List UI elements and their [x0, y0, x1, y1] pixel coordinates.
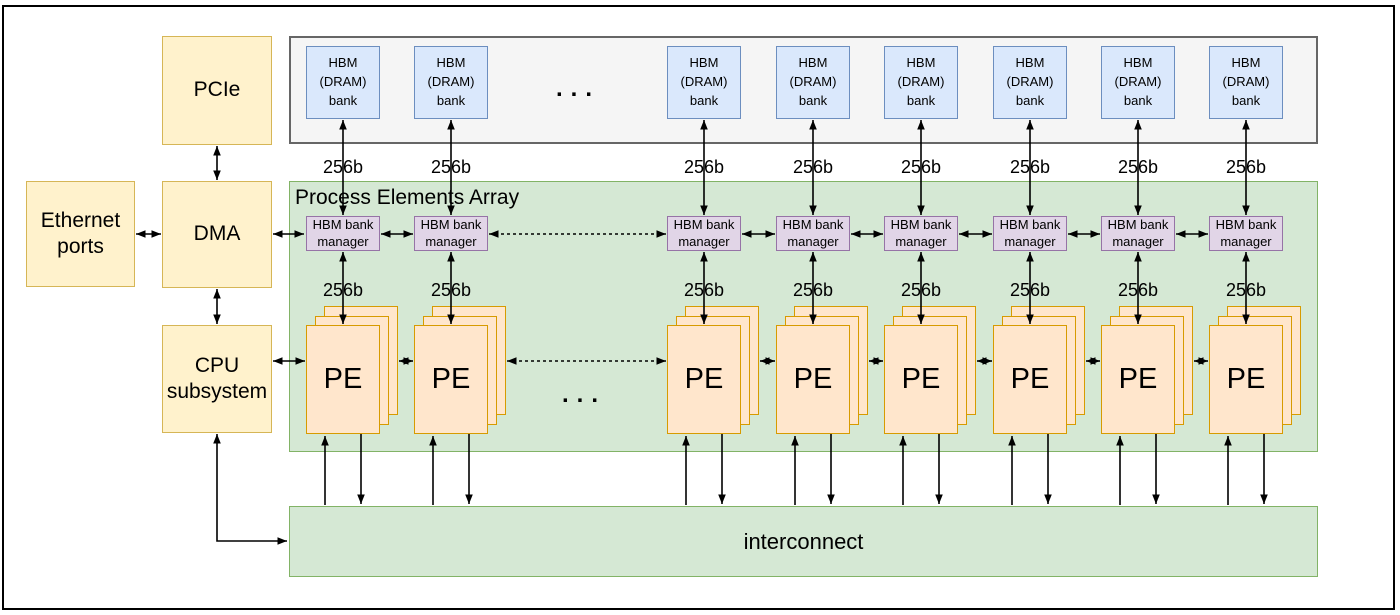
cpu-subsystem-label: CPU subsystem: [166, 353, 268, 403]
pe-box-front: PE: [306, 325, 380, 434]
hbm-bank-box: HBM (DRAM) bank: [306, 46, 380, 119]
hbm-bank-box: HBM (DRAM) bank: [667, 46, 741, 119]
pcie-label: PCIe: [193, 78, 241, 102]
pe-box-front: PE: [1101, 325, 1175, 434]
dma-label: DMA: [193, 222, 241, 246]
pe-array-title: Process Elements Array: [295, 186, 520, 209]
pe-box-front: PE: [884, 325, 958, 434]
bus-width-label: 256b: [900, 280, 942, 300]
pe-box-front: PE: [993, 325, 1067, 434]
pe-box-front: PE: [667, 325, 741, 434]
bus-width-label: 256b: [1009, 280, 1051, 300]
bus-width-label: 256b: [683, 280, 725, 300]
diagram-border: [2, 5, 1395, 610]
pe-box-front: PE: [414, 325, 488, 434]
hbm-bank-manager-box: HBM bank manager: [776, 216, 850, 251]
hbm-bank-manager-box: HBM bank manager: [993, 216, 1067, 251]
hbm-bank-manager-box: HBM bank manager: [1209, 216, 1283, 251]
hbm-bank-box: HBM (DRAM) bank: [414, 46, 488, 119]
bus-width-label: 256b: [430, 157, 472, 177]
bus-width-label: 256b: [1225, 280, 1267, 300]
dma-box: DMA: [162, 181, 272, 288]
pe-row-ellipsis: ...: [562, 381, 607, 408]
bus-width-label: 256b: [322, 157, 364, 177]
interconnect-box: interconnect: [289, 506, 1318, 577]
bus-width-label: 256b: [792, 157, 834, 177]
hbm-bank-box: HBM (DRAM) bank: [776, 46, 850, 119]
bus-width-label: 256b: [792, 280, 834, 300]
bus-width-label: 256b: [430, 280, 472, 300]
hbm-bank-box: HBM (DRAM) bank: [993, 46, 1067, 119]
ethernet-ports-box: Ethernet ports: [26, 181, 135, 287]
hbm-row-ellipsis: ...: [556, 75, 601, 102]
interconnect-label: interconnect: [743, 528, 864, 554]
hbm-bank-box: HBM (DRAM) bank: [884, 46, 958, 119]
hbm-bank-manager-box: HBM bank manager: [306, 216, 380, 251]
hbm-bank-box: HBM (DRAM) bank: [1209, 46, 1283, 119]
hbm-bank-manager-box: HBM bank manager: [1101, 216, 1175, 251]
ethernet-ports-label: Ethernet ports: [40, 208, 121, 258]
pcie-box: PCIe: [162, 36, 272, 145]
pe-box-front: PE: [776, 325, 850, 434]
bus-width-label: 256b: [1117, 280, 1159, 300]
pe-box-front: PE: [1209, 325, 1283, 434]
hbm-bank-box: HBM (DRAM) bank: [1101, 46, 1175, 119]
bus-width-label: 256b: [900, 157, 942, 177]
bus-width-label: 256b: [1225, 157, 1267, 177]
bus-width-label: 256b: [683, 157, 725, 177]
bus-width-label: 256b: [322, 280, 364, 300]
bus-width-label: 256b: [1009, 157, 1051, 177]
hbm-bank-manager-box: HBM bank manager: [667, 216, 741, 251]
hbm-bank-manager-box: HBM bank manager: [414, 216, 488, 251]
cpu-subsystem-box: CPU subsystem: [162, 325, 272, 433]
hbm-bank-manager-box: HBM bank manager: [884, 216, 958, 251]
bus-width-label: 256b: [1117, 157, 1159, 177]
